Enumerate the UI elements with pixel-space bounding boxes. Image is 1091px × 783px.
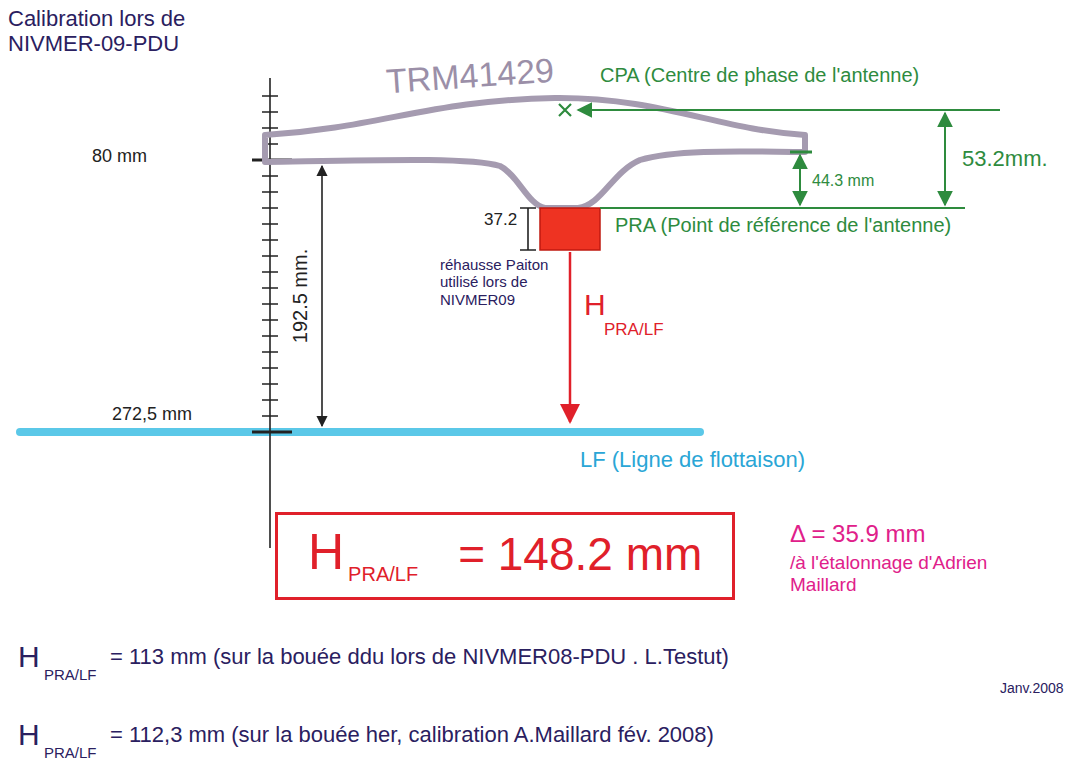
height-subscript: PRA/LF (604, 320, 664, 340)
dimension-label: 37.2 (484, 210, 517, 230)
riser-block (540, 208, 600, 250)
result-box: HPRA/LF = 148.2 mm (275, 512, 735, 600)
ruler-label: 80 mm (92, 146, 147, 167)
dimension-label: 53.2mm. (962, 146, 1048, 171)
note-text: /à l'étalonnage d'Adrien Maillard (790, 552, 1020, 596)
date-label: Janv.2008 (1000, 680, 1064, 696)
height-symbol: H (18, 718, 40, 753)
note-text: = 113 mm (sur la bouée ddu lors de NIVME… (110, 644, 729, 669)
note-text: = 112,3 mm (sur la bouée her, calibratio… (110, 722, 714, 747)
height-symbol: H (18, 640, 40, 675)
height-arrow (569, 252, 572, 422)
dimension-arrow (321, 166, 323, 426)
dimension-arrow (799, 155, 801, 205)
line-label: LF (Ligne de flottaison) (580, 447, 805, 472)
height-symbol: H (308, 525, 344, 580)
dimension-arrow (944, 113, 946, 205)
diagram-title: Calibration lors de NIVMER-09-PDU (8, 6, 248, 57)
dimension-bracket (520, 208, 536, 250)
part-number: TRM41429 (385, 51, 556, 102)
reference-mark (790, 151, 812, 154)
phase-center-cross (559, 104, 571, 116)
result-value: = 148.2 mm (458, 529, 702, 580)
reference-line (578, 109, 1000, 111)
height-symbol: H (584, 288, 606, 323)
height-subscript: PRA/LF (44, 744, 97, 761)
water-line (20, 428, 700, 436)
ruler-label: 272,5 mm (112, 404, 192, 425)
reference-line (600, 207, 965, 209)
note-text: réhausse Paiton utilisé lors de NIVMER09 (440, 256, 552, 308)
dimension-label: 44.3 mm (812, 172, 874, 190)
point-label: PRA (Point de référence de l'antenne) (615, 214, 951, 237)
delta-label: Δ = 35.9 mm (790, 520, 925, 548)
height-subscript: PRA/LF (348, 563, 418, 585)
antenna-outline (265, 98, 805, 208)
point-label: CPA (Centre de phase de l'antenne) (600, 64, 919, 87)
ruler-mark (252, 431, 292, 434)
dimension-label: 192.5 mm. (289, 249, 312, 343)
ruler-axis (269, 78, 271, 548)
height-subscript: PRA/LF (44, 666, 97, 683)
